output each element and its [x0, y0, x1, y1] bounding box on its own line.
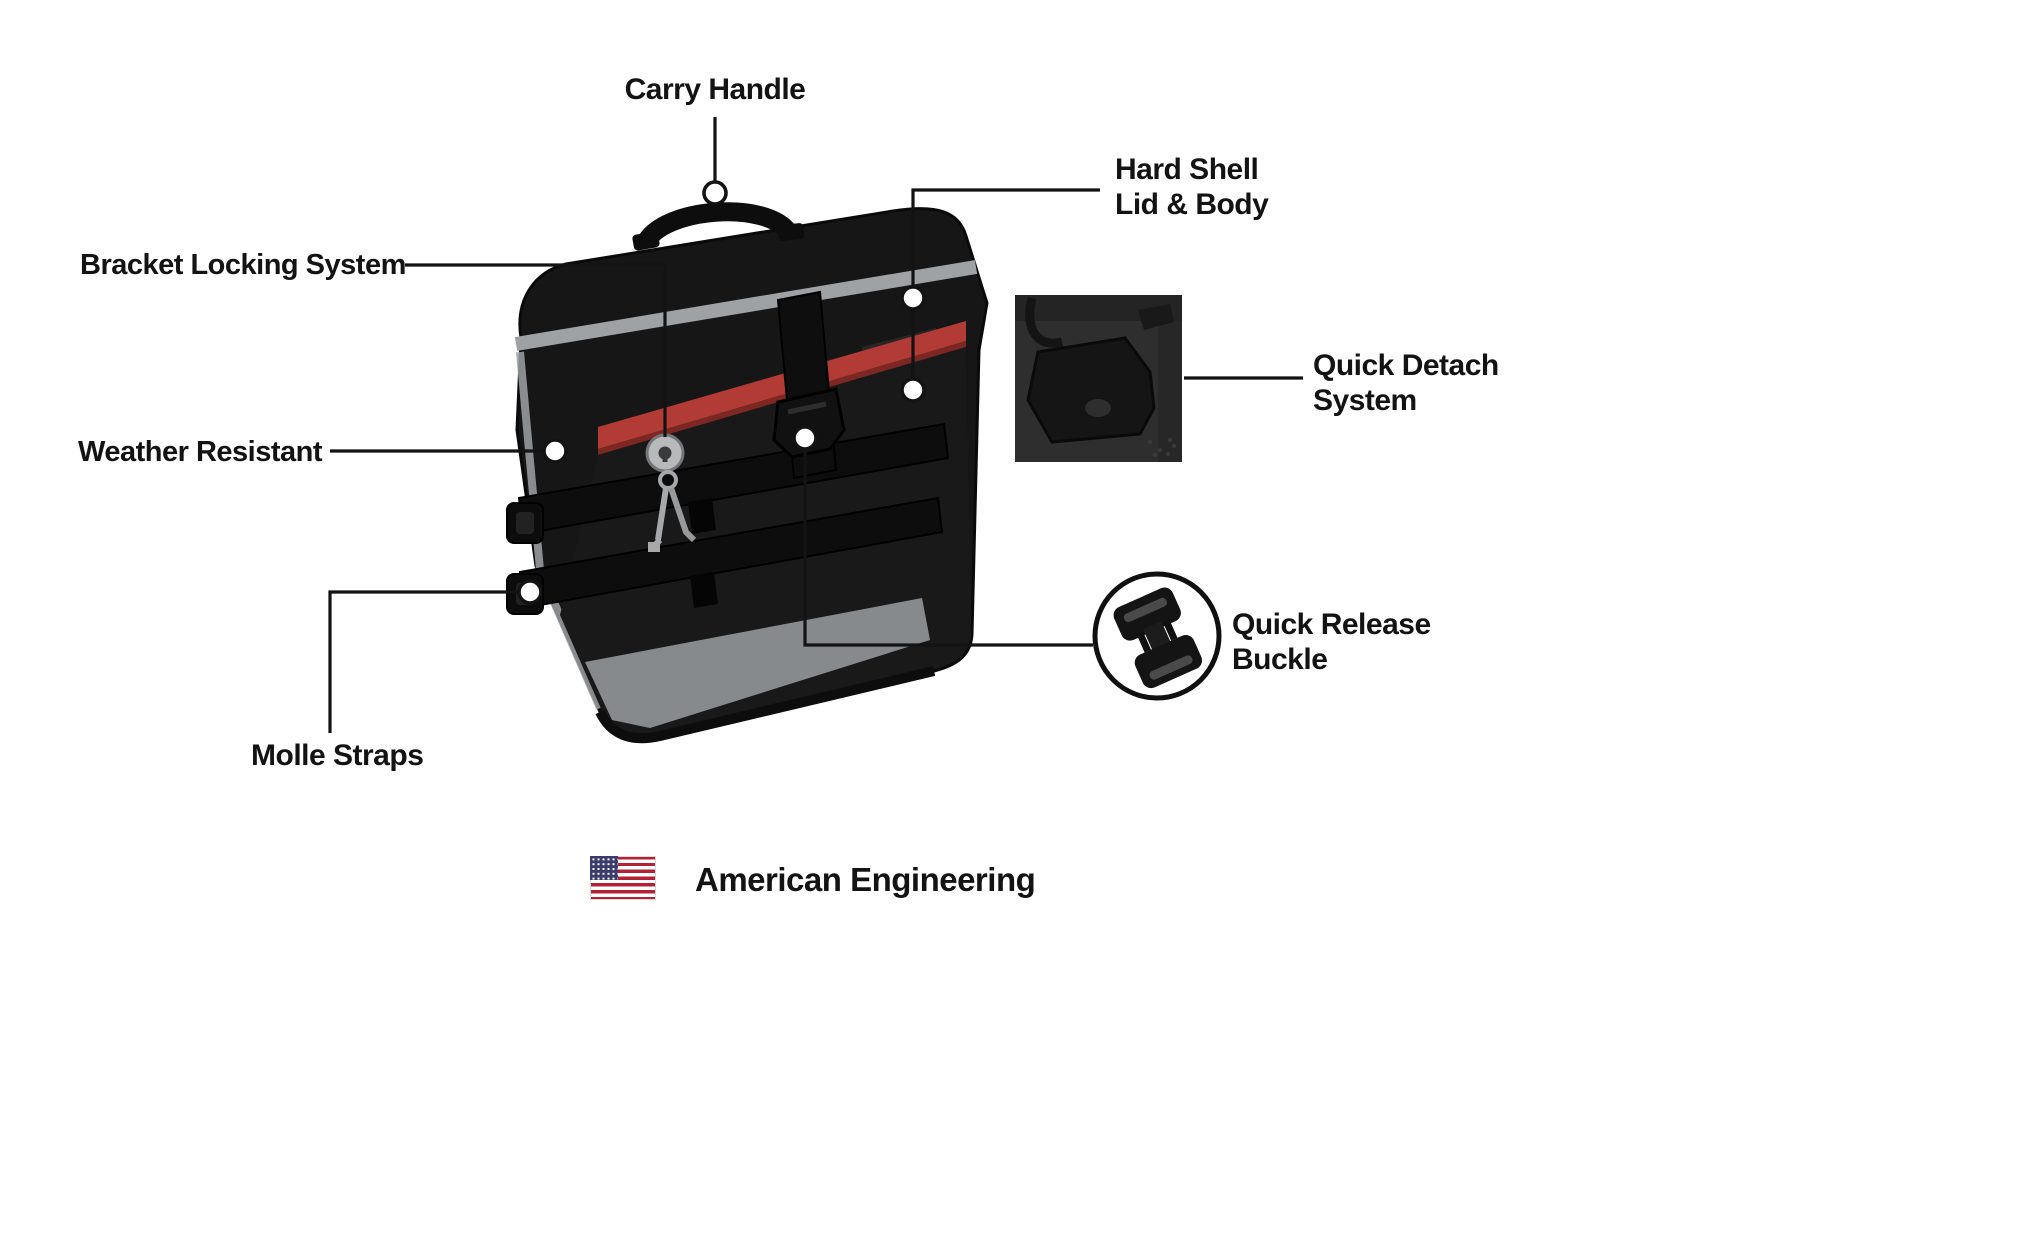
callout-dot [792, 425, 818, 451]
quick-detach-label: Quick Detach System [1313, 349, 1499, 418]
molle-straps-label: Molle Straps [251, 739, 424, 772]
center-buckle-shape [772, 387, 846, 459]
weather-resistant-label: Weather Resistant [78, 436, 323, 468]
callout-line-hard-shell [911, 188, 1100, 390]
red-bracket-bar [598, 321, 966, 449]
quick-release-label: Quick Release Buckle [1232, 608, 1431, 677]
callout-lines [328, 117, 1303, 733]
carry-handle-label: Carry Handle [624, 73, 806, 106]
quick-detach-inset [1015, 295, 1182, 462]
vertical-strap [772, 290, 846, 480]
callout-dot [542, 438, 568, 464]
hard-shell-label: Hard Shell Lid & Body [1115, 153, 1269, 222]
strap-keeper [688, 498, 716, 534]
lid-trim [514, 260, 978, 351]
callout-dot [900, 285, 926, 311]
carry-handle-shape [632, 202, 805, 251]
saddlebag-body [506, 202, 989, 744]
american-engineering-label: American Engineering [695, 861, 1036, 898]
bottom-edge [595, 666, 936, 744]
callout-dot [900, 377, 926, 403]
callout-line-quick-release [803, 449, 1093, 647]
strap-keeper [690, 572, 718, 608]
us-flag-icon [590, 856, 656, 900]
us-flag-canton [590, 856, 618, 880]
bottom-gray-panel [585, 598, 930, 728]
callout-line-molle-straps [328, 590, 519, 733]
callout-dot [702, 180, 728, 206]
red-bar-shadow [598, 341, 966, 455]
quick-release-buckle-icon [1113, 587, 1203, 689]
callout-dot [517, 579, 543, 605]
callout-line-bracket-locking [405, 263, 667, 437]
quick-release-inset [1092, 571, 1222, 701]
bracket-locking-label: Bracket Locking System [80, 249, 406, 281]
callout-dots [517, 180, 926, 605]
lock-and-keys-icon [645, 433, 697, 552]
